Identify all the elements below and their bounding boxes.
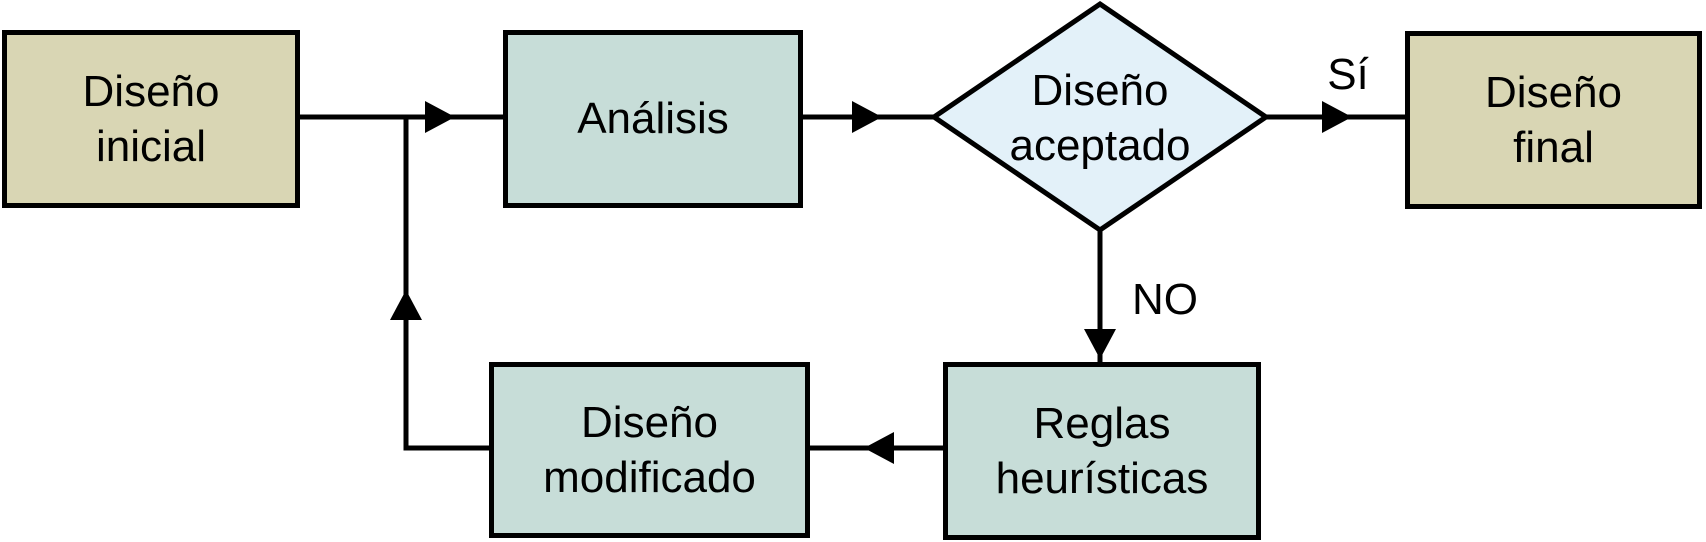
node-diseno-modificado-shape xyxy=(489,362,810,538)
arrowhead-into-reglas-icon xyxy=(1084,329,1116,359)
node-analisis-shape xyxy=(503,30,803,208)
arrowhead-into-final-icon xyxy=(1322,101,1352,133)
node-diseno-inicial-shape xyxy=(2,30,300,208)
edge-modificado-to-analisis xyxy=(403,115,492,451)
node-diseno-final-shape xyxy=(1405,31,1702,209)
node-diseno-aceptado-shape xyxy=(929,0,1271,234)
arrowhead-into-modificado-icon xyxy=(864,432,894,464)
arrowhead-into-aceptado-icon xyxy=(852,101,882,133)
arrowhead-feedback-up-icon xyxy=(390,290,422,320)
arrowhead-into-analisis-icon xyxy=(425,101,455,133)
node-reglas-heuristicas-shape xyxy=(943,362,1261,540)
